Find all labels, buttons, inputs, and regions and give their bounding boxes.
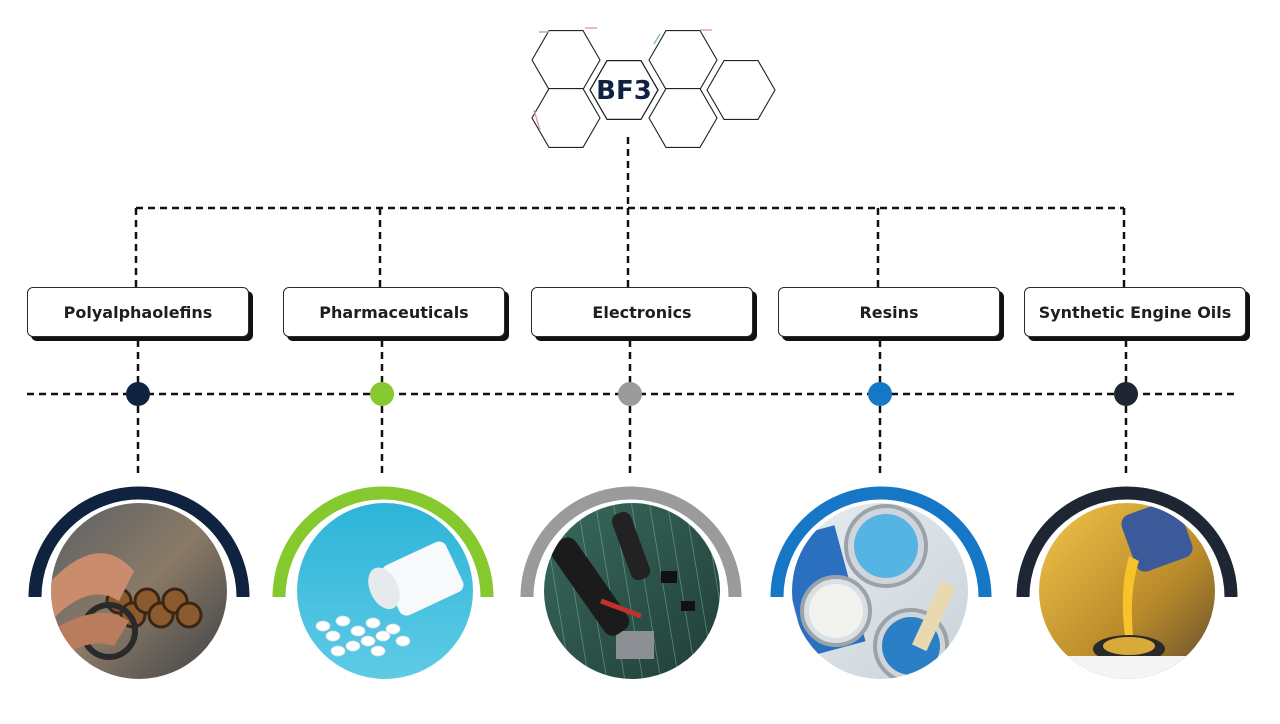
category-label: Pharmaceuticals xyxy=(319,302,469,322)
category-card: Electronics xyxy=(531,287,753,337)
circuit-board-photo xyxy=(544,503,720,679)
hex-bottom-right xyxy=(648,88,718,148)
pouring-oil-photo xyxy=(1039,503,1215,679)
hexagon-cluster: BF3 xyxy=(531,27,776,148)
category-label: Polyalphaolefins xyxy=(63,302,213,322)
hex-top-right xyxy=(648,30,718,90)
timeline-dot xyxy=(370,382,394,406)
accent-arc xyxy=(770,486,992,598)
category-card: Polyalphaolefins xyxy=(27,287,249,337)
hex-accent-edge xyxy=(533,109,541,131)
accent-arc xyxy=(1016,486,1238,598)
hex-top-left xyxy=(531,30,601,90)
category-label: Synthetic Engine Oils xyxy=(1038,302,1232,322)
accent-arc xyxy=(520,486,742,598)
hex-accent-edge xyxy=(653,33,661,45)
accent-arc xyxy=(28,486,250,598)
category-label: Electronics xyxy=(592,302,692,322)
engine-gears-photo xyxy=(51,503,227,679)
category-label: Resins xyxy=(859,302,919,322)
accent-arc xyxy=(272,486,494,598)
hex-far-right xyxy=(706,60,776,120)
paint-cans-photo xyxy=(792,503,968,679)
category-card: Synthetic Engine Oils xyxy=(1024,287,1246,337)
hub-hexagon xyxy=(589,59,659,121)
hex-bottom-left xyxy=(531,88,601,148)
hub-label: BF3 xyxy=(596,76,652,106)
category-card: Resins xyxy=(778,287,1000,337)
pills-bottle-photo xyxy=(297,503,473,679)
category-card: Pharmaceuticals xyxy=(283,287,505,337)
timeline-dot xyxy=(126,382,150,406)
timeline-dot xyxy=(618,382,642,406)
timeline-dot xyxy=(1114,382,1138,406)
timeline-dot xyxy=(868,382,892,406)
